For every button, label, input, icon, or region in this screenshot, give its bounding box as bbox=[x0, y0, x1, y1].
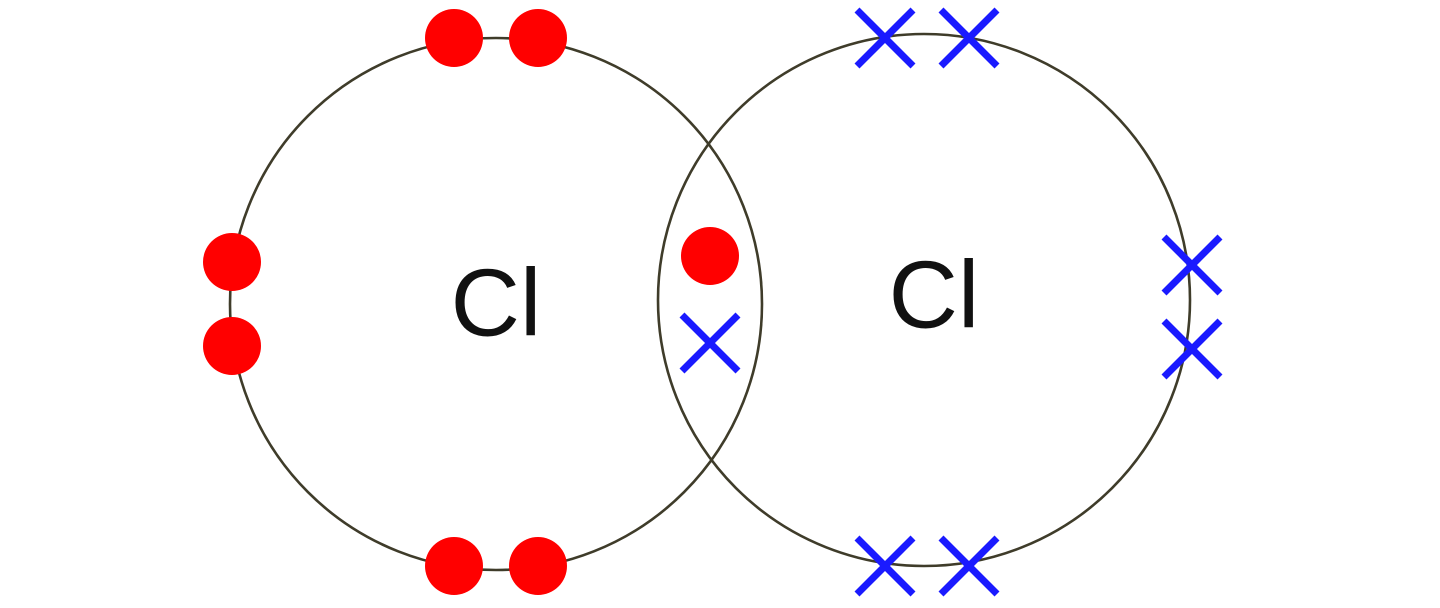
left-atom-symbol: Cl bbox=[451, 249, 542, 356]
electron-dot bbox=[203, 317, 261, 375]
electron-cross bbox=[854, 7, 916, 69]
electron-cross bbox=[938, 535, 1000, 597]
electron-cross bbox=[1161, 318, 1223, 380]
shared-electron-pair bbox=[679, 227, 741, 374]
right-atom-electrons bbox=[854, 7, 1223, 597]
right-atom-symbol: Cl bbox=[889, 241, 980, 348]
electron-dot bbox=[509, 537, 567, 595]
shared-electron-cross bbox=[679, 312, 741, 374]
electron-dot bbox=[425, 9, 483, 67]
left-atom-electrons bbox=[203, 9, 567, 595]
electron-dot bbox=[425, 537, 483, 595]
electron-cross bbox=[938, 7, 1000, 69]
shared-electron-dot bbox=[681, 227, 739, 285]
left-atom-shell bbox=[228, 36, 764, 572]
electron-cross bbox=[854, 535, 916, 597]
electron-dot bbox=[509, 9, 567, 67]
right-atom-shell bbox=[656, 32, 1192, 568]
electron-cross bbox=[1161, 234, 1223, 296]
electron-dot bbox=[203, 233, 261, 291]
